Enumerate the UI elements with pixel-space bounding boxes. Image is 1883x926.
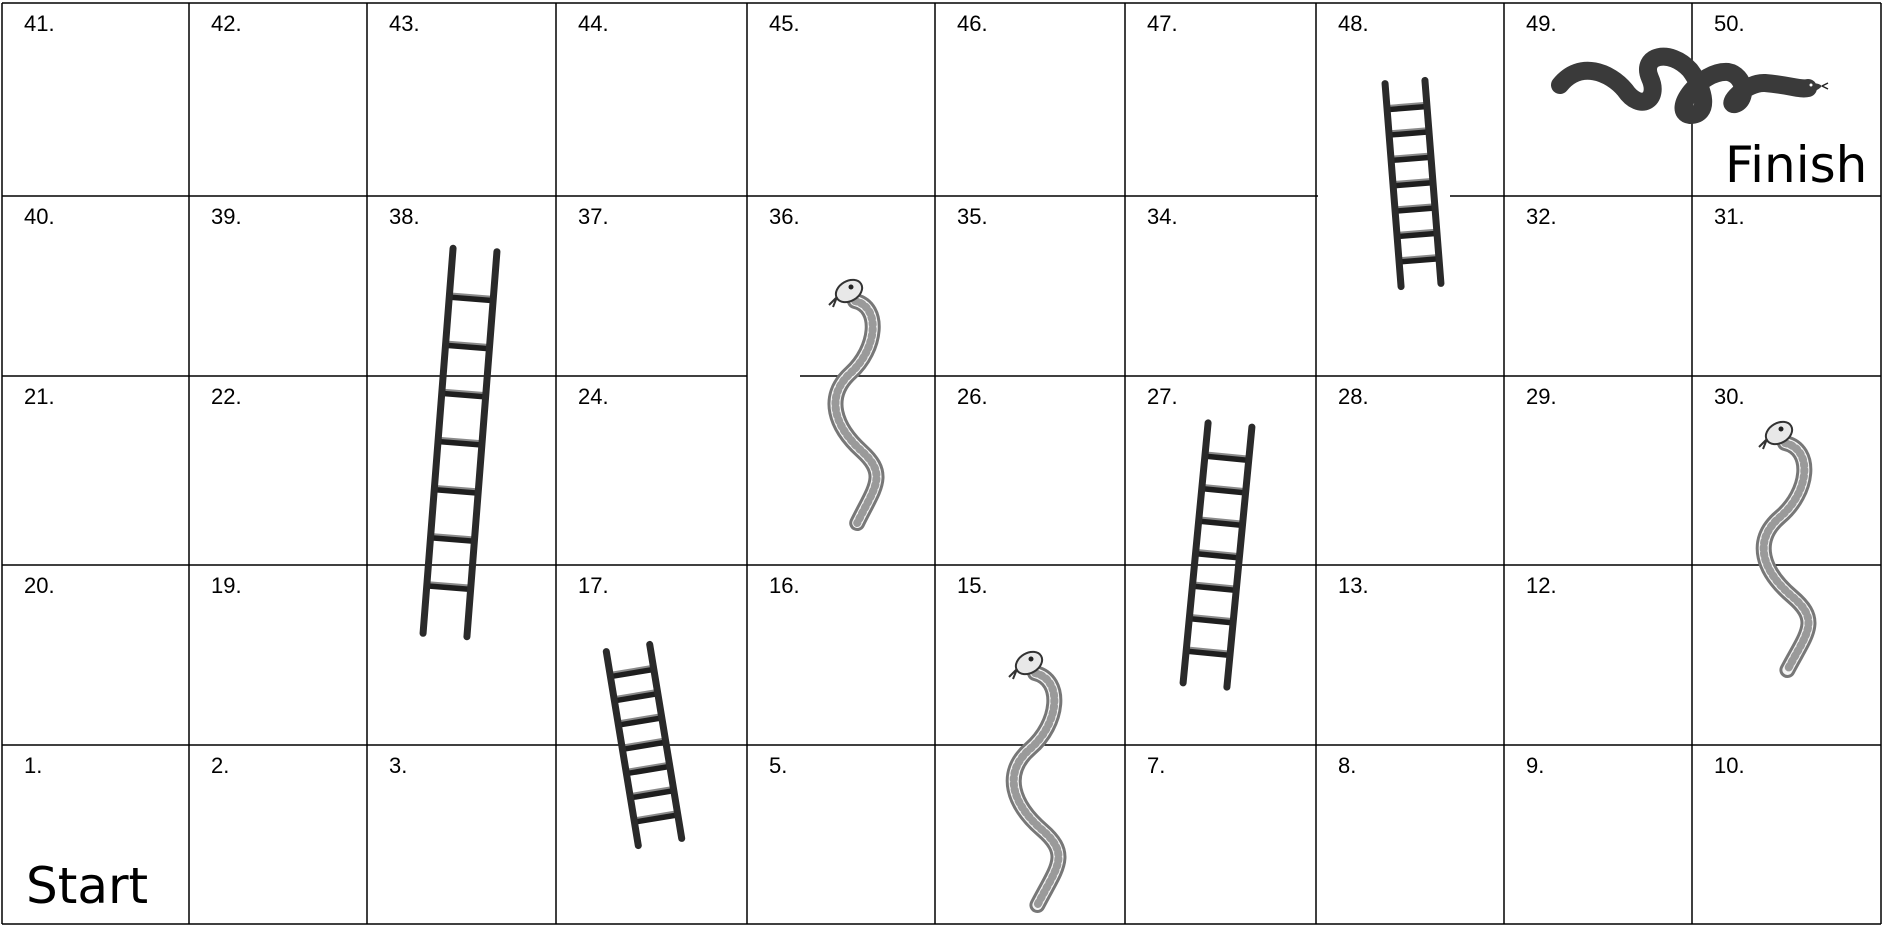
- cell-number: 16.: [769, 573, 800, 598]
- cell-number: 40.: [24, 204, 55, 229]
- cell-number: 10.: [1714, 753, 1745, 778]
- cell-number: 13.: [1338, 573, 1369, 598]
- cell-number: 12.: [1526, 573, 1557, 598]
- cell-number: 17.: [578, 573, 609, 598]
- cell-number: 50.: [1714, 11, 1745, 36]
- cell-number: 2.: [211, 753, 229, 778]
- finish-label: Finish: [1725, 136, 1867, 194]
- snake-eye: [1029, 657, 1034, 662]
- cell-number: 20.: [24, 573, 55, 598]
- cell-number: 26.: [957, 384, 988, 409]
- cell-number: 19.: [211, 573, 242, 598]
- cell-number: 45.: [769, 11, 800, 36]
- snake-eye: [1810, 84, 1813, 87]
- cell-number: 9.: [1526, 753, 1544, 778]
- start-label: Start: [26, 857, 148, 915]
- cell-number: 3.: [389, 753, 407, 778]
- cell-number: 38.: [389, 204, 420, 229]
- cell-number: 5.: [769, 753, 787, 778]
- snake-eye: [849, 285, 854, 290]
- cell-number: 8.: [1338, 753, 1356, 778]
- cell-number: 30.: [1714, 384, 1745, 409]
- cell-number: 43.: [389, 11, 420, 36]
- cell-number: 1.: [24, 753, 42, 778]
- cell-number: 46.: [957, 11, 988, 36]
- cell-number: 28.: [1338, 384, 1369, 409]
- cell-number: 32.: [1526, 204, 1557, 229]
- cell-number: 7.: [1147, 753, 1165, 778]
- cell-number: 42.: [211, 11, 242, 36]
- cell-number: 34.: [1147, 204, 1178, 229]
- cell-number: 41.: [24, 11, 55, 36]
- cell-number: 39.: [211, 204, 242, 229]
- cell-number: 48.: [1338, 11, 1369, 36]
- cell-number: 44.: [578, 11, 609, 36]
- cell-number: 47.: [1147, 11, 1178, 36]
- cell-number: 15.: [957, 573, 988, 598]
- cell-number: 37.: [578, 204, 609, 229]
- cell-number: 49.: [1526, 11, 1557, 36]
- cell-number: 31.: [1714, 204, 1745, 229]
- cell-number: 36.: [769, 204, 800, 229]
- cell-number: 21.: [24, 384, 55, 409]
- board-cells: [2, 3, 1881, 924]
- cell-number: 24.: [578, 384, 609, 409]
- cell-number: 27.: [1147, 384, 1178, 409]
- board-background: [2, 3, 1881, 924]
- cell-number: 35.: [957, 204, 988, 229]
- cell-number: 29.: [1526, 384, 1557, 409]
- cell-number: 22.: [211, 384, 242, 409]
- snake-eye: [1779, 427, 1784, 432]
